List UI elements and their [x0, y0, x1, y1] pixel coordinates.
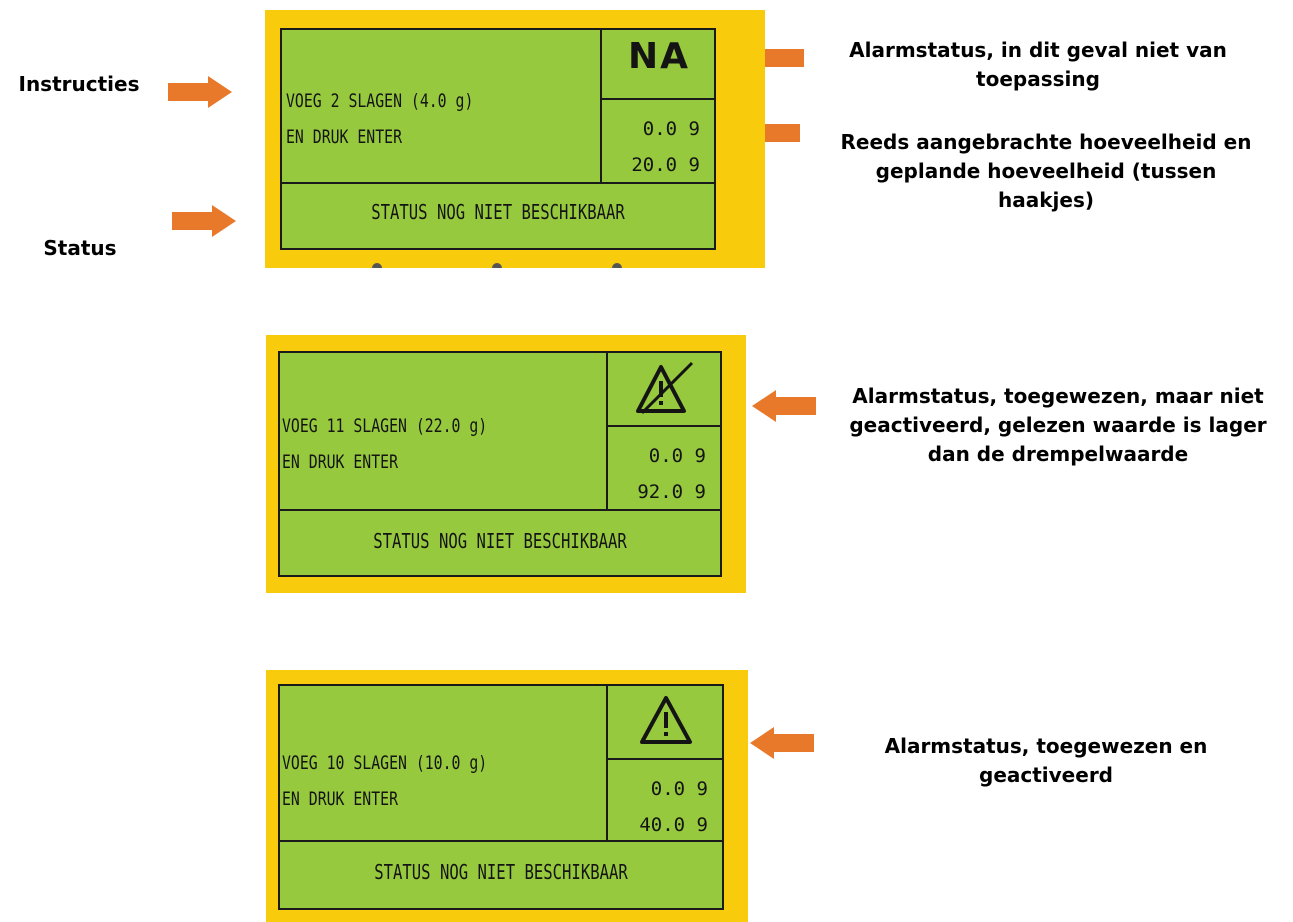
applied-amount: 0.0 9 [650, 778, 708, 800]
alarm-status-na: NA [628, 36, 690, 77]
label-line: toepassing [976, 67, 1100, 91]
divider [606, 686, 608, 842]
status-text: STATUS NOG NIET BESCHIKBAAR [371, 200, 625, 224]
divider [606, 353, 608, 511]
instructions-label: Instructies [18, 72, 140, 96]
label-line: geplande hoeveelheid (tussen [875, 159, 1217, 183]
amounts-label: Reeds aangebrachte hoeveelheid en geplan… [816, 128, 1276, 215]
instruction-line: VOEG 2 SLAGEN (4.0 g) [286, 90, 474, 112]
arrow-right-icon [168, 76, 232, 108]
divider [600, 98, 714, 100]
divider [600, 30, 602, 184]
label-line: haakjes) [998, 188, 1094, 212]
lcd-screen: VOEG 11 SLAGEN (22.0 g) EN DRUK ENTER 0.… [278, 351, 722, 577]
device-frame: VOEG 11 SLAGEN (22.0 g) EN DRUK ENTER 0.… [266, 335, 746, 593]
device-buttons [372, 263, 622, 268]
divider [280, 509, 720, 511]
status-text: STATUS NOG NIET BESCHIKBAAR [374, 860, 628, 884]
arrow-left-icon [750, 727, 814, 759]
applied-amount: 0.0 9 [648, 445, 706, 467]
label-line: geactiveerd, gelezen waarde is lager [849, 413, 1267, 437]
instruction-line: VOEG 11 SLAGEN (22.0 g) [282, 415, 488, 437]
arrow-right-icon [172, 205, 236, 237]
label-line: Alarmstatus, in dit geval niet van [849, 38, 1227, 62]
instruction-line: EN DRUK ENTER [286, 126, 403, 148]
label-line: Alarmstatus, toegewezen, maar niet [852, 384, 1264, 408]
instruction-line: EN DRUK ENTER [282, 788, 399, 810]
status-label: Status [43, 236, 117, 260]
label-line: geactiveerd [979, 763, 1113, 787]
arrow-left-icon [752, 390, 816, 422]
alarm-not-active-label: Alarmstatus, toegewezen, maar niet geact… [828, 382, 1288, 469]
lcd-screen: VOEG 10 SLAGEN (10.0 g) EN DRUK ENTER 0.… [278, 684, 724, 910]
alarm-crossed-icon [636, 361, 694, 415]
divider [606, 425, 720, 427]
label-line: Reeds aangebrachte hoeveelheid en [840, 130, 1252, 154]
label-line: Alarmstatus, toegewezen en [884, 734, 1208, 758]
divider [606, 758, 722, 760]
divider [280, 840, 722, 842]
alarm-na-label: Alarmstatus, in dit geval niet van toepa… [830, 36, 1246, 94]
device-frame: VOEG 2 SLAGEN (4.0 g) EN DRUK ENTER NA 0… [265, 10, 765, 268]
status-text: STATUS NOG NIET BESCHIKBAAR [373, 529, 627, 553]
lcd-screen: VOEG 2 SLAGEN (4.0 g) EN DRUK ENTER NA 0… [280, 28, 716, 250]
planned-amount: 20.0 9 [631, 154, 700, 176]
device-frame: VOEG 10 SLAGEN (10.0 g) EN DRUK ENTER 0.… [266, 670, 748, 922]
planned-amount: 92.0 9 [637, 481, 706, 503]
warning-triangle-icon [640, 696, 692, 744]
instruction-line: VOEG 10 SLAGEN (10.0 g) [282, 752, 488, 774]
planned-amount: 40.0 9 [639, 814, 708, 836]
divider [282, 182, 714, 184]
label-line: dan de drempelwaarde [927, 442, 1189, 466]
applied-amount: 0.0 9 [642, 118, 700, 140]
alarm-active-label: Alarmstatus, toegewezen en geactiveerd [876, 732, 1216, 790]
instruction-line: EN DRUK ENTER [282, 451, 399, 473]
